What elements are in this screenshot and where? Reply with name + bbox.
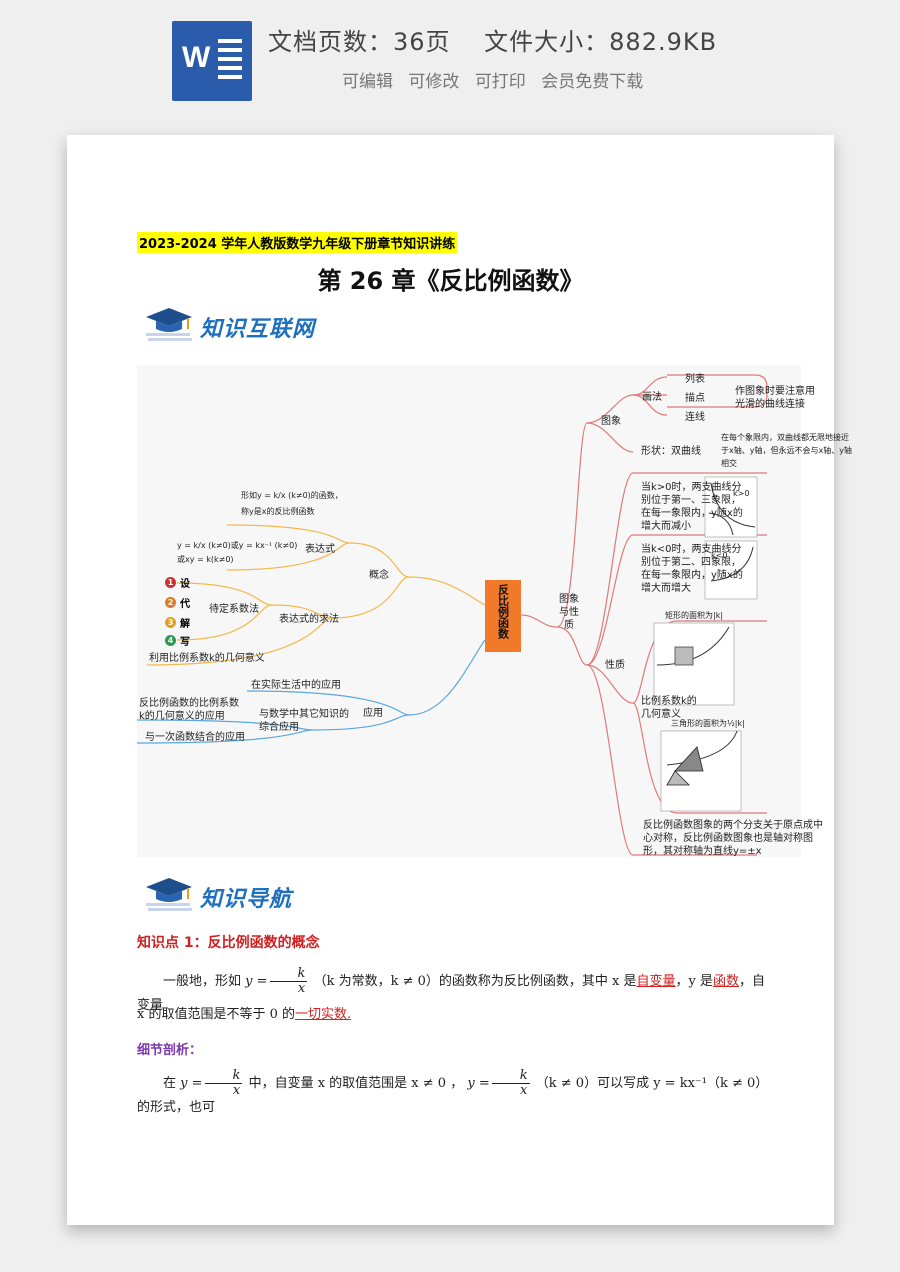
graduation-cap-icon	[146, 878, 192, 911]
triangle-area-note: 三角形的面积为½|k|	[671, 719, 745, 728]
property-node: 性质	[605, 660, 625, 671]
feature-printable: 可打印	[474, 72, 526, 92]
graph-node: 图象	[601, 416, 621, 427]
k-negative-property: 当k<0时，两支曲线分别位于第二、四象限，在每一象限内，y随x的增大而增大	[641, 544, 743, 594]
application-real-life: 在实际生活中的应用	[251, 680, 341, 691]
section-heading-navigation: 知识导航	[140, 873, 340, 919]
k-negative-label: k<0	[711, 551, 728, 560]
feature-list: 可编辑 可修改 可打印 会员免费下载	[342, 67, 653, 92]
step-plot: 描点	[685, 393, 705, 404]
feature-editable: 可编辑	[342, 72, 393, 92]
application-geometric: 反比例函数的比例系数k的几何意义的应用	[139, 698, 239, 722]
graph-property-node: 图象与性质	[559, 594, 579, 631]
detail-analysis-title: 细节剖析：	[137, 1043, 203, 1058]
connect-note: 作图象时要注意用光滑的曲线连接	[735, 386, 815, 410]
symmetry-property: 反比例函数图象的两个分支关于原点成中心对称，反比例函数图象也是轴对称图形，其对称…	[643, 820, 823, 857]
forms-line-2: 或xy = k(k≠0)	[177, 555, 234, 564]
application-node: 应用	[363, 708, 383, 719]
knowledge-point-1-title: 知识点 1：反比例函数的概念	[137, 935, 320, 951]
k-positive-property: 当k>0时，两支曲线分别位于第一、三象限，在每一象限内，y随x的增大而减小	[641, 482, 743, 532]
shape-note: 在每个象限内，双曲线都无限地接近于x轴、y轴，但永远不会与x轴、y轴相交	[721, 433, 852, 468]
undetermined-coefficient-node: 待定系数法	[209, 604, 259, 615]
graduation-cap-icon	[146, 308, 192, 341]
chapter-title: 第 26 章《反比例函数》	[317, 267, 584, 295]
document-info-title: 文档页数：36页 文件大小：882.9KB	[268, 28, 718, 56]
feature-member-download: 会员免费下载	[541, 72, 644, 92]
course-banner: 2023-2024 学年人教版数学九年级下册章节知识讲练	[137, 232, 458, 253]
expression-node: 表达式	[305, 544, 335, 555]
application-math: 与数学中其它知识的综合应用	[259, 709, 349, 733]
rectangle-area-note: 矩形的面积为|k|	[665, 611, 724, 620]
geometric-meaning-method: 利用比例系数k的几何意义	[149, 653, 265, 664]
document-page: 2023-2024 学年人教版数学九年级下册章节知识讲练 第 26 章《反比例函…	[67, 135, 852, 1225]
concept-node: 概念	[369, 570, 389, 581]
feature-modifiable: 可修改	[408, 72, 460, 92]
drawing-method-node: 画法	[642, 392, 662, 403]
definition-line-2: 称y是x的反比例函数	[241, 507, 315, 516]
step-list: 列表	[685, 374, 705, 385]
k-positive-label: k>0	[733, 489, 750, 498]
forms-line-1: y = k/x (k≠0)或y = kx⁻¹ (k≠0)	[177, 541, 298, 550]
knowledge-point-1-domain: x 的取值范围是不等于 0 的一切实数.	[137, 1007, 352, 1022]
find-method-node: 表达式的求法	[279, 614, 339, 625]
mindmap-center-node: 反比例函数	[485, 580, 521, 652]
shape-node: 形状：双曲线	[641, 446, 701, 457]
k-geometric-meaning: 比例系数k的几何意义	[641, 696, 697, 720]
word-icon: W	[172, 21, 252, 101]
definition-line-1: 形如y = k/x (k≠0)的函数，	[241, 491, 343, 500]
mindmap-connectors	[137, 374, 768, 856]
knowledge-mindmap: 反比例函数 形如y = k/x (k≠0)的函数， 称y是x的反比例函数 概念 …	[137, 365, 852, 857]
step-connect: 连线	[685, 412, 705, 423]
section-heading-network: 知识互联网	[140, 303, 340, 349]
application-linear: 与一次函数结合的应用	[145, 732, 245, 743]
document-header: W 文档页数：36页 文件大小：882.9KB 可编辑 可修改 可打印 会员免费…	[0, 0, 900, 118]
